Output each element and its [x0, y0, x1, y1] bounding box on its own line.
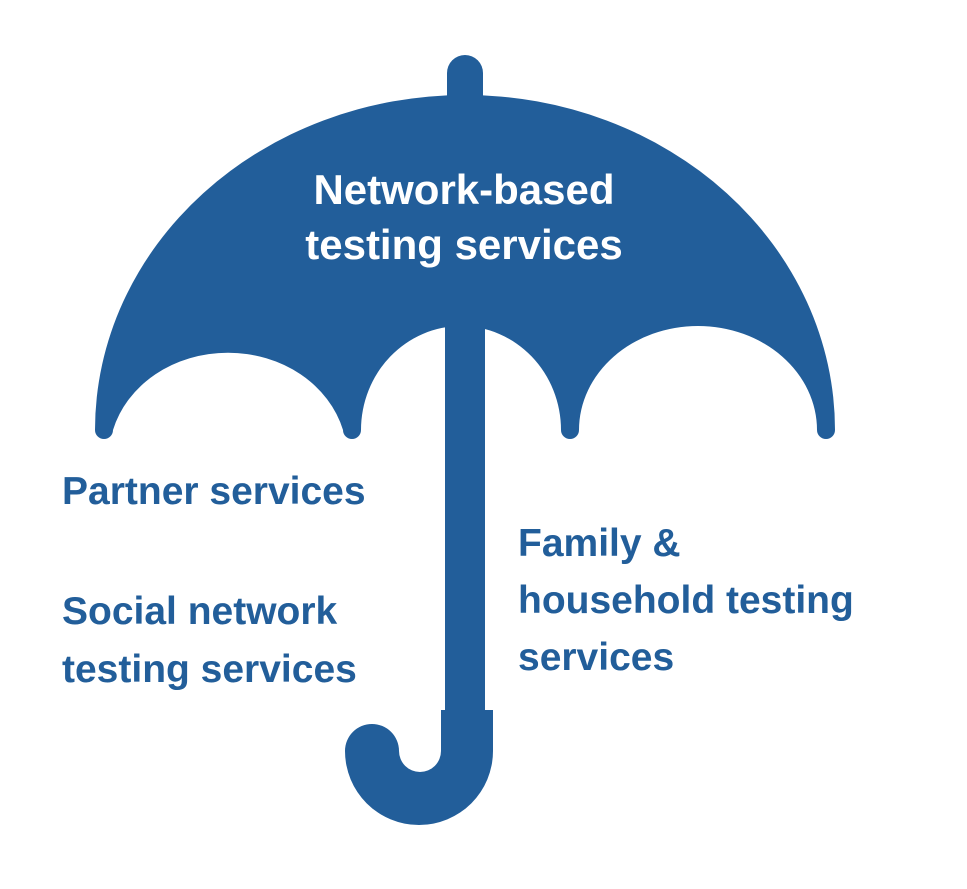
social-network-line-2: testing services: [62, 648, 357, 691]
social-network-testing-label: Social network testing services: [62, 583, 357, 699]
family-household-line-2: household testing: [518, 579, 854, 622]
family-household-testing-label: Family & household testing services: [518, 515, 854, 686]
partner-services-label: Partner services: [62, 466, 366, 518]
umbrella-canopy: [95, 95, 835, 439]
family-household-line-3: services: [518, 636, 675, 679]
network-based-line-1: Network-based: [313, 166, 615, 213]
network-based-testing-label: Network-based testing services: [254, 162, 674, 272]
family-household-line-1: Family &: [518, 522, 681, 565]
network-based-line-2: testing services: [305, 221, 623, 268]
umbrella-handle: [345, 710, 493, 825]
umbrella-shaft: [445, 320, 485, 730]
social-network-line-1: Social network: [62, 590, 338, 633]
partner-services-line-1: Partner services: [62, 470, 366, 513]
